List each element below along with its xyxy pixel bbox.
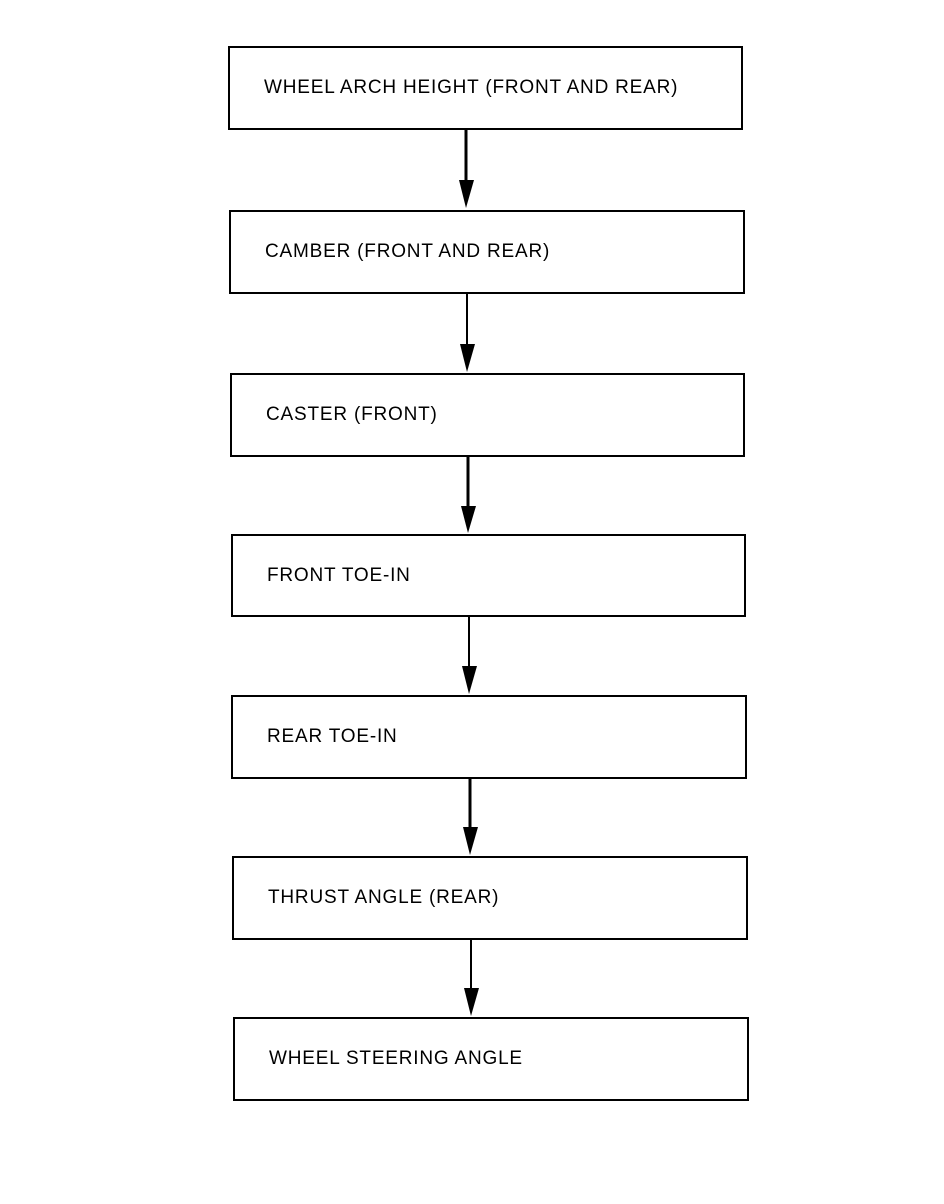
step-camber: CAMBER (FRONT AND REAR) (229, 210, 745, 294)
arrow-down-icon (461, 457, 476, 533)
arrow-down-icon (464, 940, 479, 1016)
step-label: CASTER (FRONT) (266, 404, 438, 425)
step-caster: CASTER (FRONT) (230, 373, 745, 457)
step-label: REAR TOE-IN (267, 726, 398, 747)
arrow-down-icon (459, 130, 474, 208)
step-wheel-arch-height: WHEEL ARCH HEIGHT (FRONT AND REAR) (228, 46, 743, 130)
step-label: WHEEL STEERING ANGLE (269, 1048, 523, 1069)
step-thrust-angle: THRUST ANGLE (REAR) (232, 856, 748, 940)
arrow-down-icon (462, 617, 477, 694)
arrow-down-icon (463, 779, 478, 855)
step-label: CAMBER (FRONT AND REAR) (265, 241, 551, 262)
step-front-toe-in: FRONT TOE-IN (231, 534, 746, 617)
step-label: WHEEL ARCH HEIGHT (FRONT AND REAR) (264, 77, 679, 98)
step-label: FRONT TOE-IN (267, 564, 411, 586)
step-label: THRUST ANGLE (REAR) (268, 887, 500, 908)
arrow-down-icon (460, 294, 475, 372)
step-wheel-steering-angle: WHEEL STEERING ANGLE (233, 1017, 749, 1101)
step-rear-toe-in: REAR TOE-IN (231, 695, 747, 779)
